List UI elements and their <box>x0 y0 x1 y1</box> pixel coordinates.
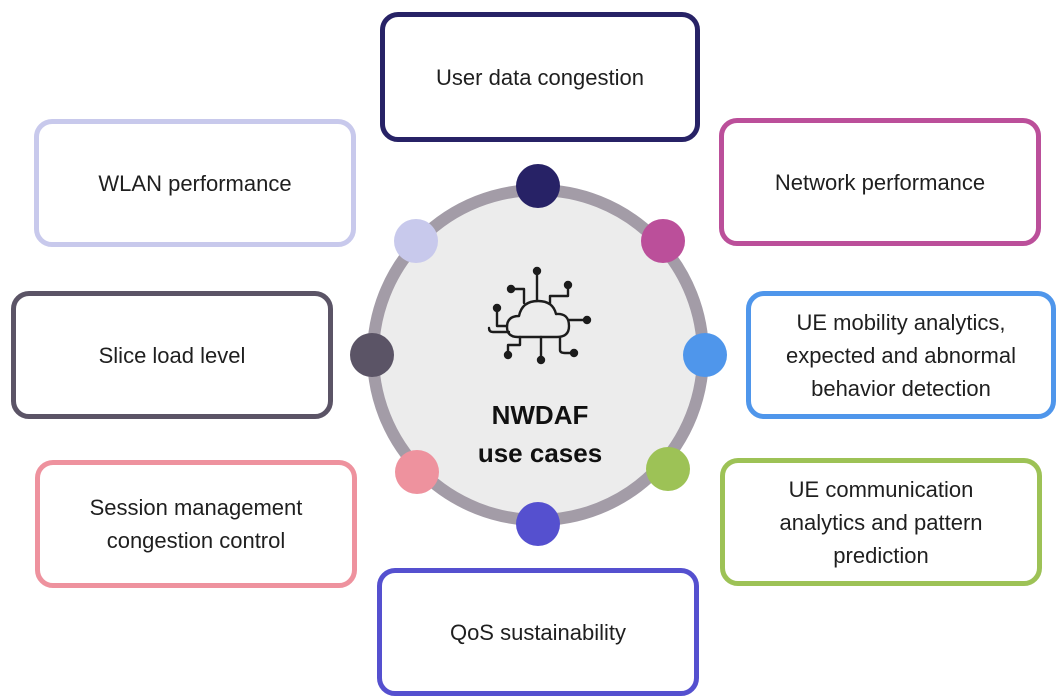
use-case-box-slice-load-level: Slice load level <box>11 291 333 419</box>
use-case-label: Slice load level <box>98 342 246 368</box>
use-case-box-qos-sustainability: QoS sustainability <box>377 568 699 696</box>
use-case-box-ue-mobility-analytics: UE mobility analytics, expected and abno… <box>746 291 1056 419</box>
use-case-label: UE communication analytics and pattern p… <box>779 476 983 568</box>
use-case-label: WLAN performance <box>98 170 292 196</box>
use-case-box-ue-communication-analytics: UE communication analytics and pattern p… <box>720 458 1042 586</box>
ring-dot-ue-communication-analytics <box>646 447 690 491</box>
cloud-network-icon <box>487 266 592 365</box>
use-case-label: Session management congestion control <box>89 495 303 553</box>
ring-dot-slice-load-level <box>350 333 394 377</box>
use-case-label: User data congestion <box>436 64 644 90</box>
ring-dot-wlan-performance <box>394 219 438 263</box>
use-case-label: QoS sustainability <box>449 619 627 645</box>
ring-dot-session-management <box>395 450 439 494</box>
ring-dot-ue-mobility-analytics <box>683 333 727 377</box>
use-case-label: Network performance <box>774 169 986 195</box>
use-case-box-wlan-performance: WLAN performance <box>34 119 356 247</box>
use-case-label: UE mobility analytics, expected and abno… <box>786 309 1016 401</box>
use-case-box-user-data-congestion: User data congestion <box>380 12 700 142</box>
ring-dot-qos-sustainability <box>516 502 560 546</box>
ring-dot-network-performance <box>641 219 685 263</box>
hub-title: NWDAF use cases <box>477 400 603 468</box>
ring-dot-user-data-congestion <box>516 164 560 208</box>
connector-dots <box>350 164 727 546</box>
use-case-box-network-performance: Network performance <box>719 118 1041 246</box>
use-case-box-session-management: Session management congestion control <box>35 460 357 588</box>
hub-disc <box>373 190 703 520</box>
